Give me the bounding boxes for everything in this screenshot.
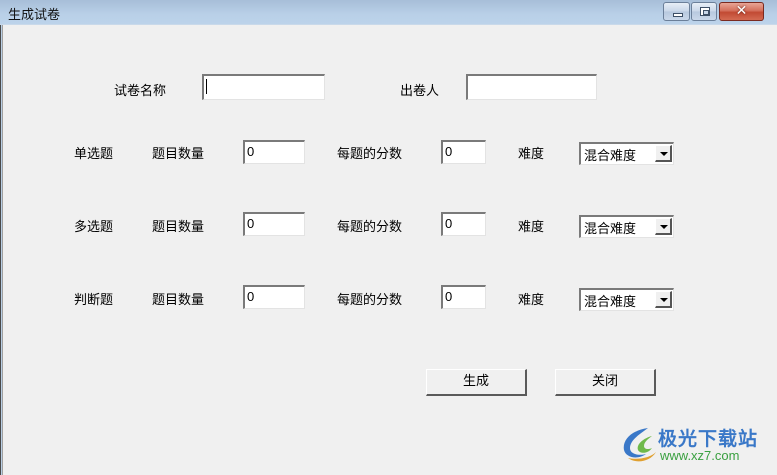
chevron-down-icon[interactable]	[655, 145, 672, 162]
multiple-choice-difficulty-select[interactable]: 混合难度	[579, 215, 674, 238]
author-input[interactable]	[466, 74, 597, 100]
count-label: 题目数量	[152, 293, 205, 308]
true-false-difficulty-select[interactable]: 混合难度	[579, 288, 674, 311]
chevron-down-icon[interactable]	[655, 218, 672, 235]
count-label: 题目数量	[152, 220, 205, 235]
question-type-label: 多选题	[74, 220, 114, 235]
window-frame-left	[0, 25, 3, 475]
maximize-button[interactable]	[691, 2, 717, 21]
count-label: 题目数量	[152, 147, 205, 162]
true-false-score-input[interactable]: 0	[441, 285, 486, 309]
watermark-name: 极光下载站	[658, 428, 759, 450]
chevron-down-icon[interactable]	[655, 291, 672, 308]
score-label: 每题的分数	[337, 293, 403, 308]
difficulty-label: 难度	[518, 293, 545, 308]
score-label: 每题的分数	[337, 220, 403, 235]
question-type-label: 判断题	[74, 293, 114, 308]
swirl-logo-icon	[623, 428, 656, 462]
author-label: 出卷人	[400, 84, 440, 99]
restore-icon	[700, 7, 710, 16]
multiple-choice-count-input[interactable]: 0	[243, 212, 305, 236]
watermark: 极光下载站 www.xz7.com	[618, 422, 768, 467]
minimize-button[interactable]	[663, 2, 690, 21]
single-choice-score-input[interactable]: 0	[441, 140, 486, 164]
close-button[interactable]: 关闭	[555, 369, 656, 396]
single-choice-count-input[interactable]: 0	[243, 140, 305, 164]
difficulty-value: 混合难度	[584, 222, 637, 237]
difficulty-value: 混合难度	[584, 149, 637, 164]
title-bar[interactable]: 生成试卷 ✕	[0, 0, 777, 25]
score-label: 每题的分数	[337, 147, 403, 162]
difficulty-label: 难度	[518, 220, 545, 235]
true-false-count-input[interactable]: 0	[243, 285, 305, 309]
paper-name-input[interactable]	[202, 74, 325, 100]
watermark-url: www.xz7.com	[660, 448, 740, 463]
multiple-choice-score-input[interactable]: 0	[441, 212, 486, 236]
paper-name-label: 试卷名称	[114, 84, 167, 99]
minimize-icon	[673, 13, 683, 17]
close-window-button[interactable]: ✕	[719, 2, 764, 21]
question-type-label: 单选题	[74, 147, 114, 162]
text-caret	[206, 79, 207, 95]
difficulty-value: 混合难度	[584, 295, 637, 310]
single-choice-difficulty-select[interactable]: 混合难度	[579, 142, 674, 165]
window-title: 生成试卷	[8, 8, 61, 23]
close-icon: ✕	[735, 3, 748, 19]
generate-button[interactable]: 生成	[426, 369, 527, 396]
difficulty-label: 难度	[518, 147, 545, 162]
